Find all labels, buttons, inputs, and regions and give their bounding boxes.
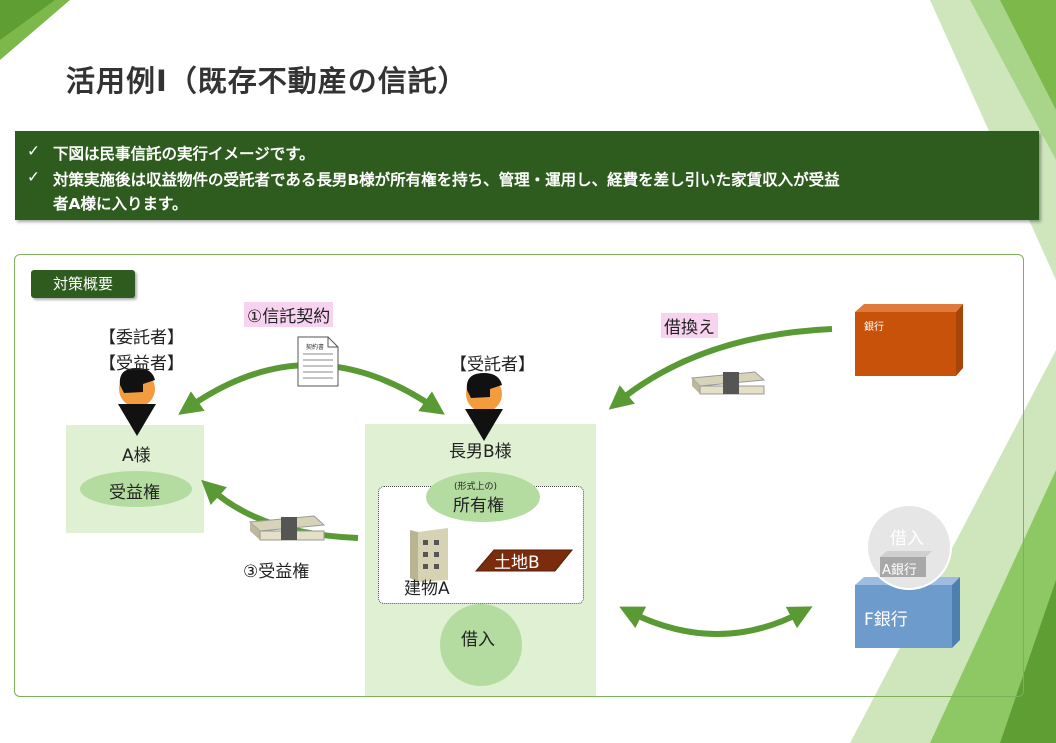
refinance-arrow [608, 326, 833, 410]
old-loan-icon [866, 504, 952, 590]
summary-banner: ✓ 下図は民事信託の実行イメージです。 ✓ 対策実施後は収益物件の受託者である長… [15, 131, 1039, 220]
cash-bundle-icon [690, 371, 766, 395]
settlor-name: A様 [122, 446, 151, 466]
loan-label: 借入 [461, 630, 495, 650]
banner-line-2: 対策実施後は収益物件の受託者である長男B様が所有権を持ち、管理・運用し、経費を差… [53, 171, 840, 189]
loan-ellipse [440, 604, 522, 686]
benefit-right-ellipse [80, 471, 192, 507]
ownership-note: (形式上の) [454, 482, 498, 492]
benefit-flow-label: ③受益権 [243, 562, 310, 582]
cash-bundle-icon [248, 515, 326, 541]
section-tag: 対策概要 [31, 270, 135, 298]
person-icon-settlor [118, 368, 156, 436]
bullet-check-icon: ✓ [27, 168, 40, 186]
loan-arrow [619, 606, 813, 637]
ownership-ellipse [426, 472, 540, 522]
trustee-role-label: 【受託者】 [450, 355, 535, 375]
bank-label: 銀行 [864, 322, 884, 333]
beneficiary-role-label: 【受益者】 [99, 354, 184, 374]
building-label: 建物A [404, 579, 450, 599]
land-icon [474, 549, 574, 572]
document-icon [297, 336, 339, 387]
contract-label: ①信託契約 [244, 302, 334, 327]
settlor-role-label: 【委託者】 [99, 328, 184, 348]
new-bank-label: F銀行 [864, 610, 908, 630]
document-label: 契約書 [306, 344, 325, 351]
bullet-check-icon: ✓ [27, 142, 40, 160]
refinance-label: 借換え [661, 313, 718, 338]
trustee-name: 長男B様 [449, 442, 512, 462]
building-icon [410, 528, 448, 582]
old-loan-bank-label: A銀行 [882, 563, 917, 578]
banner-line-3: 者A様に入ります。 [53, 195, 188, 213]
land-label: 土地B [494, 553, 540, 573]
ownership-label: 所有権 [453, 496, 504, 516]
diagram-frame [14, 254, 1024, 697]
bank-box-icon [855, 304, 963, 376]
old-loan-label: 借入 [890, 529, 924, 549]
benefit-right-label: 受益権 [109, 483, 160, 503]
banner-line-1: 下図は民事信託の実行イメージです。 [53, 145, 315, 163]
page-title: 活用例Ⅰ（既存不動産の信託） [66, 64, 468, 98]
person-icon-trustee [465, 373, 503, 441]
